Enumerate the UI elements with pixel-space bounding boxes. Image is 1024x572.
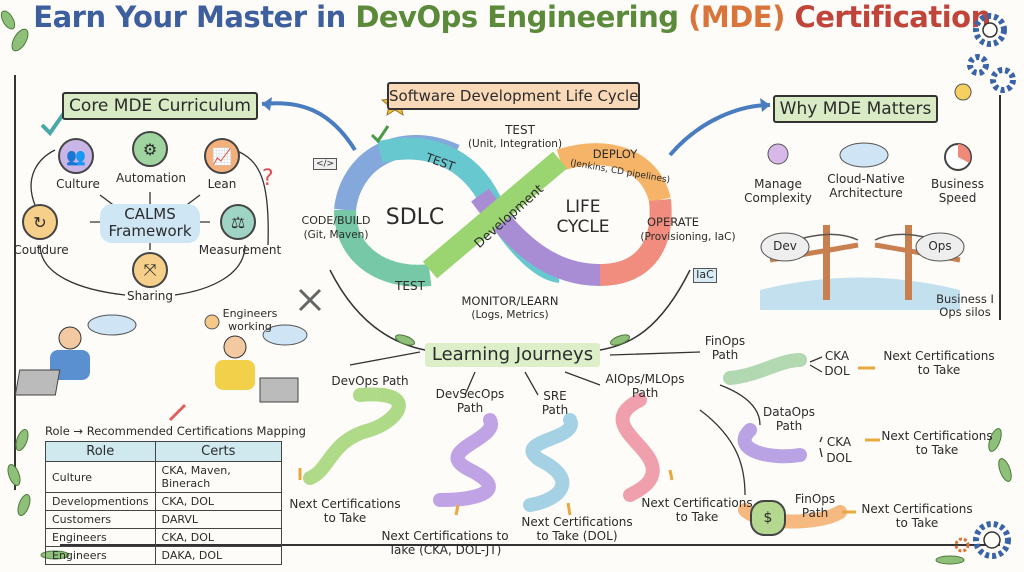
next-certs-label: Next Certifications to Take (DOL) bbox=[521, 515, 633, 543]
curriculum-heading: Core MDE Curriculum bbox=[62, 92, 258, 120]
side-path-name: DataOps Path bbox=[763, 405, 815, 433]
gear-icon bbox=[967, 13, 1016, 559]
deploy-label: DEPLOY bbox=[592, 147, 638, 161]
cell: Customers bbox=[45, 510, 156, 529]
next-certs-label: Next Certifications to Take bbox=[641, 496, 753, 524]
silos-label: Business I Ops silos bbox=[936, 292, 994, 320]
node-label: Coutdure bbox=[13, 243, 69, 257]
test-label: TEST bbox=[395, 279, 425, 293]
cert-label: CKA bbox=[826, 435, 852, 449]
iac-icon: IaC bbox=[693, 268, 717, 283]
engineer-illustration bbox=[14, 314, 137, 396]
column-header: Role bbox=[45, 441, 156, 462]
checkmark-icon bbox=[370, 125, 390, 144]
path-name: AIOps/MLOps Path bbox=[605, 372, 685, 400]
lean-chart-icon: 📈 bbox=[204, 138, 240, 174]
calms-center: CALMS Framework bbox=[100, 204, 200, 243]
journeys-heading: Learning Journeys bbox=[425, 343, 600, 367]
node-label: Culture bbox=[56, 177, 100, 191]
engineers-label: Engineers working bbox=[222, 307, 278, 333]
cert-label: DOL bbox=[826, 451, 852, 465]
path-name: DevOps Path bbox=[331, 374, 409, 388]
small-gear-icon bbox=[954, 537, 970, 553]
operate-label: OPERATE bbox=[646, 215, 700, 229]
why-item: Manage Complexity bbox=[744, 177, 812, 205]
cell: DARVL bbox=[155, 510, 282, 529]
monitor-label: MONITOR/LEARN bbox=[461, 294, 559, 308]
cert-label: DOL bbox=[824, 364, 850, 378]
hub-icon bbox=[767, 143, 789, 165]
operate-sub: (Provisioning, IaC) bbox=[640, 231, 736, 243]
title-part: Earn Your Master in bbox=[33, 0, 356, 34]
node-label: Automation bbox=[116, 171, 186, 185]
title-part: Certification bbox=[794, 0, 991, 34]
orange-arrow-icon bbox=[298, 366, 880, 516]
next-certs-label: Next Certifications to Take bbox=[289, 497, 401, 525]
cell: Culture bbox=[45, 461, 156, 493]
cell: CKA, DOL bbox=[155, 492, 282, 511]
monitor-sub: (Logs, Metrics) bbox=[471, 309, 549, 321]
node-label: Lean bbox=[207, 177, 237, 191]
page-title: Earn Your Master in DevOps Engineering (… bbox=[0, 0, 1024, 34]
share-icon: ⤧ bbox=[132, 252, 168, 288]
why-item: Cloud-Native Architecture bbox=[827, 172, 905, 200]
title-part: (MDE) bbox=[688, 0, 795, 34]
cloud-icon bbox=[760, 232, 810, 262]
lifecycle-center: LIFE CYCLE bbox=[556, 197, 610, 237]
cloud-icon bbox=[839, 142, 889, 168]
side-path-name: FinOps Path bbox=[794, 492, 836, 520]
cloud-icon bbox=[915, 232, 965, 262]
test-note-sub: (Unit, Integration) bbox=[467, 138, 563, 150]
path-name: SRE Path bbox=[541, 389, 569, 417]
ops-label: Ops bbox=[928, 239, 952, 253]
cell: DAKA, DOL bbox=[155, 546, 282, 565]
cell: Engineers bbox=[45, 528, 156, 547]
code-label: CODE/BUILD bbox=[301, 214, 371, 227]
cell: CKA, Maven, Binerach bbox=[155, 461, 282, 493]
next-certs-label: Next Certifications to Take bbox=[861, 502, 973, 530]
column-header: Certs bbox=[155, 441, 282, 462]
cell: Engineers bbox=[45, 546, 156, 565]
path-name: DevSecOps Path bbox=[435, 387, 505, 415]
clock-icon bbox=[204, 314, 220, 330]
red-arrow-icon bbox=[168, 403, 187, 422]
checkmark-icon bbox=[40, 111, 66, 137]
side-path-name: FinOps Path bbox=[704, 334, 746, 362]
dev-label: Dev bbox=[773, 239, 797, 253]
why-item: Business Speed bbox=[931, 177, 984, 205]
table-caption: Role → Recommended Certifications Mappin… bbox=[45, 424, 306, 438]
scales-icon: ⚖ bbox=[220, 204, 256, 240]
automation-gear-icon: ⚙ bbox=[132, 131, 168, 167]
next-certs-label: Next Certifications to Take (CKA, DOL-JT… bbox=[381, 529, 509, 557]
engineer-illustration bbox=[215, 324, 308, 403]
cell: Developmentions bbox=[45, 492, 156, 511]
code-sub: (Git, Maven) bbox=[303, 229, 369, 241]
cycle-icon: ↻ bbox=[22, 204, 58, 240]
sdlc-heading: Software Development Life Cycle bbox=[387, 82, 640, 110]
why-heading: Why MDE Matters bbox=[773, 95, 938, 123]
cert-label: CKA bbox=[824, 349, 850, 363]
node-label: Sharing bbox=[126, 289, 174, 303]
test-note: TEST bbox=[505, 123, 535, 137]
money-bag-icon: $ bbox=[750, 500, 786, 536]
tools-icon bbox=[298, 288, 322, 312]
lightbulb-icon bbox=[954, 83, 972, 101]
code-icon: </> bbox=[313, 158, 337, 171]
next-certs-label: Next Certifications to Take bbox=[881, 429, 993, 457]
question-icon: ? bbox=[262, 166, 274, 191]
cell: CKA, DOL bbox=[155, 528, 282, 547]
sdlc-center: SDLC bbox=[385, 205, 445, 230]
next-certs-label: Next Certifications to Take bbox=[883, 349, 995, 377]
culture-icon: 👥 bbox=[58, 138, 94, 174]
title-part: DevOps Engineering bbox=[355, 0, 689, 34]
node-label: Measurement bbox=[198, 243, 282, 257]
